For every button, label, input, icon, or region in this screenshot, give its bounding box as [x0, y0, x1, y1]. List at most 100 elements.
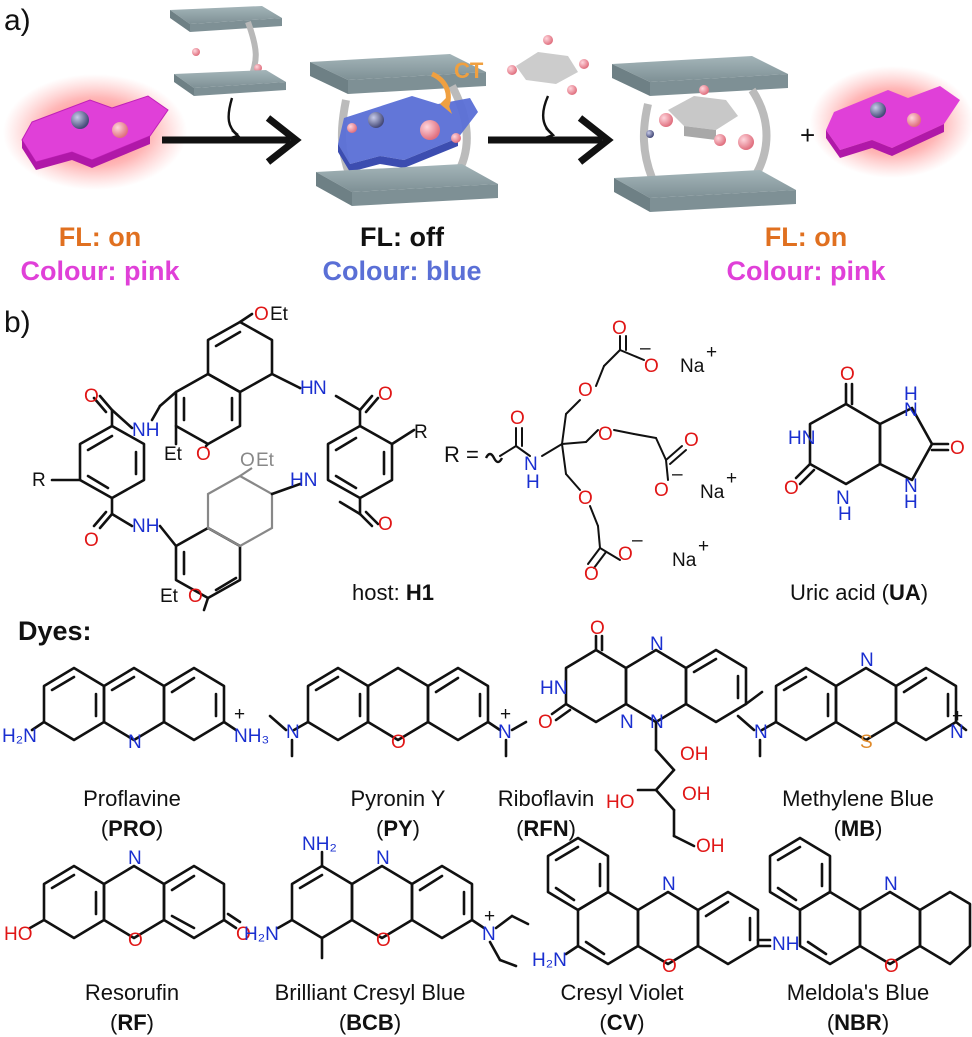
svg-text:N: N — [904, 400, 918, 421]
svg-text:N: N — [650, 634, 664, 655]
svg-text:O: O — [618, 544, 633, 565]
svg-text:HN: HN — [290, 470, 317, 491]
panel-b: b) O Et H N O Et NH — [2, 304, 972, 1035]
svg-text:O: O — [662, 956, 677, 977]
svg-text:+: + — [484, 906, 495, 927]
svg-text:O: O — [590, 618, 605, 639]
dye-name-pyronin-y: Pyronin Y — [351, 786, 446, 811]
svg-text:H₂N: H₂N — [244, 924, 279, 945]
svg-text:N: N — [754, 722, 768, 743]
dye-name-cresyl-violet: Cresyl Violet — [560, 980, 683, 1005]
dye-structure-riboflavin: O HN N N N O OH HO OH OH — [538, 618, 764, 857]
arrow-1 — [162, 115, 302, 165]
dye-structure-meldolas-blue: N O — [768, 836, 972, 977]
svg-text:+: + — [234, 704, 245, 725]
panel-a: a) — [3, 4, 972, 286]
free-dye-left — [3, 74, 187, 190]
svg-text:O: O — [254, 304, 269, 325]
svg-text:N: N — [884, 874, 898, 895]
svg-text:N: N — [286, 722, 300, 743]
svg-text:N: N — [313, 378, 327, 399]
panel-b-label: b) — [4, 306, 31, 339]
svg-text:NH: NH — [132, 516, 159, 537]
svg-text:O: O — [84, 386, 99, 407]
svg-text:N: N — [950, 722, 964, 743]
svg-text:O: O — [612, 318, 627, 339]
svg-text:O: O — [598, 424, 613, 445]
svg-text:H₂N: H₂N — [2, 726, 37, 747]
svg-text:N: N — [860, 650, 874, 671]
dye-name-riboflavin: Riboflavin — [498, 786, 595, 811]
svg-text:H: H — [526, 472, 540, 493]
svg-text:O: O — [684, 430, 699, 451]
dye-abbr-cresyl-violet: (CV) — [599, 1010, 644, 1035]
free-dye-right — [810, 66, 972, 178]
svg-text:O: O — [578, 488, 593, 509]
svg-text:O: O — [950, 438, 965, 459]
svg-text:O: O — [196, 444, 211, 465]
svg-text:O: O — [538, 712, 553, 733]
state-1-colour: Colour: pink — [21, 256, 181, 286]
svg-text:N: N — [836, 488, 850, 509]
svg-text:Na: Na — [672, 550, 697, 571]
svg-text:N: N — [662, 874, 676, 895]
host-caption: host: H1 — [352, 580, 434, 605]
svg-text:OH: OH — [680, 744, 709, 765]
svg-text:Et: Et — [256, 450, 275, 471]
svg-text:HO: HO — [606, 792, 635, 813]
svg-text:O: O — [391, 732, 406, 753]
svg-text:+: + — [698, 536, 709, 557]
svg-text:OH: OH — [696, 836, 725, 857]
state-3-fl: FL: on — [765, 222, 847, 252]
svg-text:N: N — [620, 712, 634, 733]
svg-text:N: N — [128, 848, 142, 869]
dye-abbr-riboflavin: (RFN) — [516, 816, 576, 841]
svg-text:O: O — [84, 530, 99, 551]
svg-text:H: H — [904, 492, 918, 513]
host-ua-complex — [612, 56, 796, 212]
svg-text:S: S — [860, 732, 873, 753]
ua-caption: Uric acid (UA) — [790, 580, 928, 605]
dye-name-brilliant-cresyl-blue: Brilliant Cresyl Blue — [275, 980, 466, 1005]
svg-text:R: R — [414, 422, 428, 443]
dye-structure-methylene-blue: N S N N + — [736, 650, 968, 758]
ct-label: CT — [454, 58, 484, 83]
svg-text:O: O — [584, 564, 599, 585]
svg-text:H₂N: H₂N — [532, 950, 567, 971]
dyes-header: Dyes: — [18, 616, 92, 646]
dye-abbr-proflavine: (PRO) — [101, 816, 163, 841]
dye-name-resorufin: Resorufin — [85, 980, 179, 1005]
state-2-colour: Colour: blue — [323, 256, 482, 286]
dye-name-proflavine: Proflavine — [83, 786, 181, 811]
uric-acid-icon — [507, 35, 589, 140]
svg-text:O: O — [644, 356, 659, 377]
dye-name-meldolas-blue: Meldola's Blue — [787, 980, 929, 1005]
svg-text:H: H — [300, 378, 314, 399]
svg-text:N: N — [524, 454, 538, 475]
svg-text:Na: Na — [700, 482, 725, 503]
r-equals: R = — [444, 442, 479, 467]
dye-structure-pyronin-y: O N N + — [268, 666, 528, 758]
dye-abbr-resorufin: (RF) — [110, 1010, 154, 1035]
svg-text:O: O — [188, 586, 203, 607]
svg-text:N: N — [498, 722, 512, 743]
svg-text:+: + — [726, 468, 737, 489]
svg-text:O: O — [236, 924, 251, 945]
dye-abbr-methylene-blue: (MB) — [834, 816, 883, 841]
svg-text:N: N — [128, 732, 142, 753]
svg-text:–: – — [672, 464, 683, 485]
host-dye-complex: CT — [310, 54, 498, 206]
svg-text:O: O — [378, 384, 393, 405]
svg-text:HN: HN — [540, 678, 567, 699]
svg-text:+: + — [706, 342, 717, 363]
svg-text:O: O — [128, 930, 143, 951]
svg-text:H: H — [904, 384, 918, 405]
svg-text:O: O — [578, 380, 593, 401]
dye-abbr-meldolas-blue: (NBR) — [827, 1010, 889, 1035]
svg-text:H: H — [838, 504, 852, 525]
svg-text:O: O — [654, 480, 669, 501]
svg-text:NH: NH — [772, 934, 799, 955]
svg-text:O: O — [784, 478, 799, 499]
svg-text:N: N — [482, 924, 496, 945]
